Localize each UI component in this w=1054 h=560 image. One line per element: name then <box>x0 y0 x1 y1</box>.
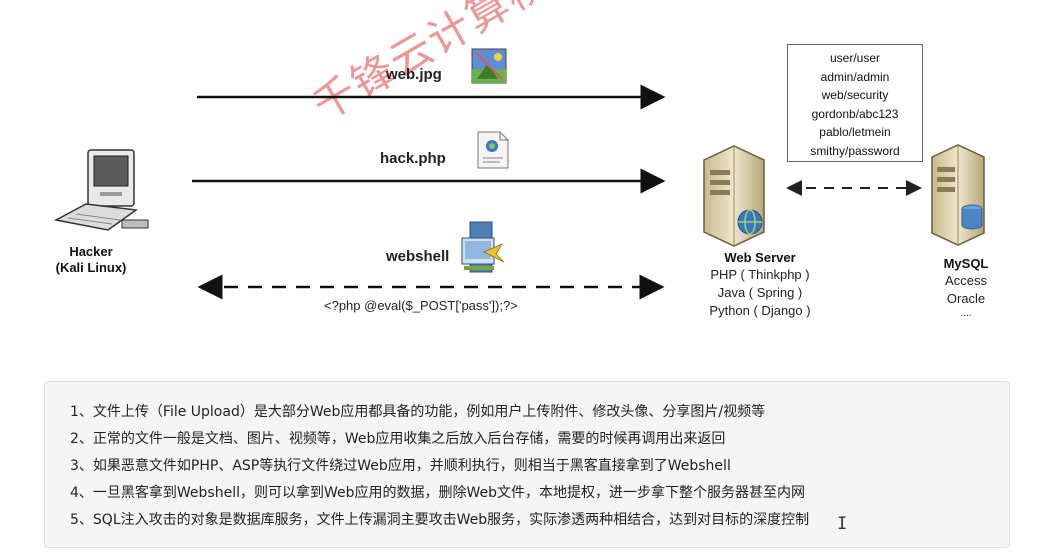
credential-item: pablo/letmein <box>819 125 891 140</box>
note-line: 5、SQL注入攻击的对象是数据库服务，文件上传漏洞主要攻击Web服务，实际渗透两… <box>70 512 810 528</box>
note-line: 4、一旦黑客拿到Webshell，则可以拿到Web应用的数据，删除Web文件，本… <box>70 485 806 501</box>
database-item: Access <box>945 273 987 288</box>
note-line: 1、文件上传（File Upload）是大部分Web应用都具备的功能，例如用户上… <box>70 404 766 420</box>
webshell-code: <?php @eval($_POST['pass']);?> <box>324 298 518 313</box>
image-file-icon <box>471 48 507 84</box>
arrow-label-php: hack.php <box>380 150 446 167</box>
credential-item: user/user <box>829 51 881 65</box>
diagram-canvas <box>53 48 985 300</box>
credentials-box: user/user admin/admin web/security gordo… <box>787 44 923 162</box>
credential-item: web/security <box>821 88 889 103</box>
arrow-label-webshell: webshell <box>386 248 450 265</box>
database-node: MySQL Access Oracle .... <box>926 256 1006 320</box>
credential-item: admin/admin <box>820 69 890 84</box>
web-stack-item: Java ( Spring ) <box>717 285 803 300</box>
note-line: 2、正常的文件一般是文档、图片、视频等，Web应用收集之后放入后台存储，需要的时… <box>70 431 726 447</box>
php-file-icon <box>477 131 509 169</box>
web-server-title: Web Server <box>724 250 796 265</box>
database-item: Oracle <box>946 291 986 306</box>
hacker-subtitle: (Kali Linux) <box>55 260 127 275</box>
database-item: .... <box>960 308 972 319</box>
web-stack-item: PHP ( Thinkphp ) <box>710 267 810 282</box>
credential-item: gordonb/abc123 <box>811 106 899 121</box>
web-stack-item: Python ( Django ) <box>709 303 811 318</box>
note-line: 3、如果恶意文件如PHP、ASP等执行文件绕过Web应用，并顺利执行，则相当于黑… <box>70 458 731 474</box>
hacker-node: Hacker (Kali Linux) <box>46 244 136 276</box>
credential-item: smithy/password <box>810 143 900 158</box>
computer-icon <box>53 149 149 231</box>
database-server-icon <box>931 144 985 246</box>
webshell-icon <box>461 221 505 273</box>
hacker-title: Hacker <box>69 244 113 259</box>
web-server-icon <box>703 145 765 247</box>
text-cursor-icon: I <box>837 514 848 534</box>
database-title: MySQL <box>943 256 989 271</box>
notes-panel: 1、文件上传（File Upload）是大部分Web应用都具备的功能，例如用户上… <box>44 381 1010 548</box>
web-server-node: Web Server PHP ( Thinkphp ) Java ( Sprin… <box>680 250 840 320</box>
arrow-label-jpg: web.jpg <box>386 66 442 83</box>
